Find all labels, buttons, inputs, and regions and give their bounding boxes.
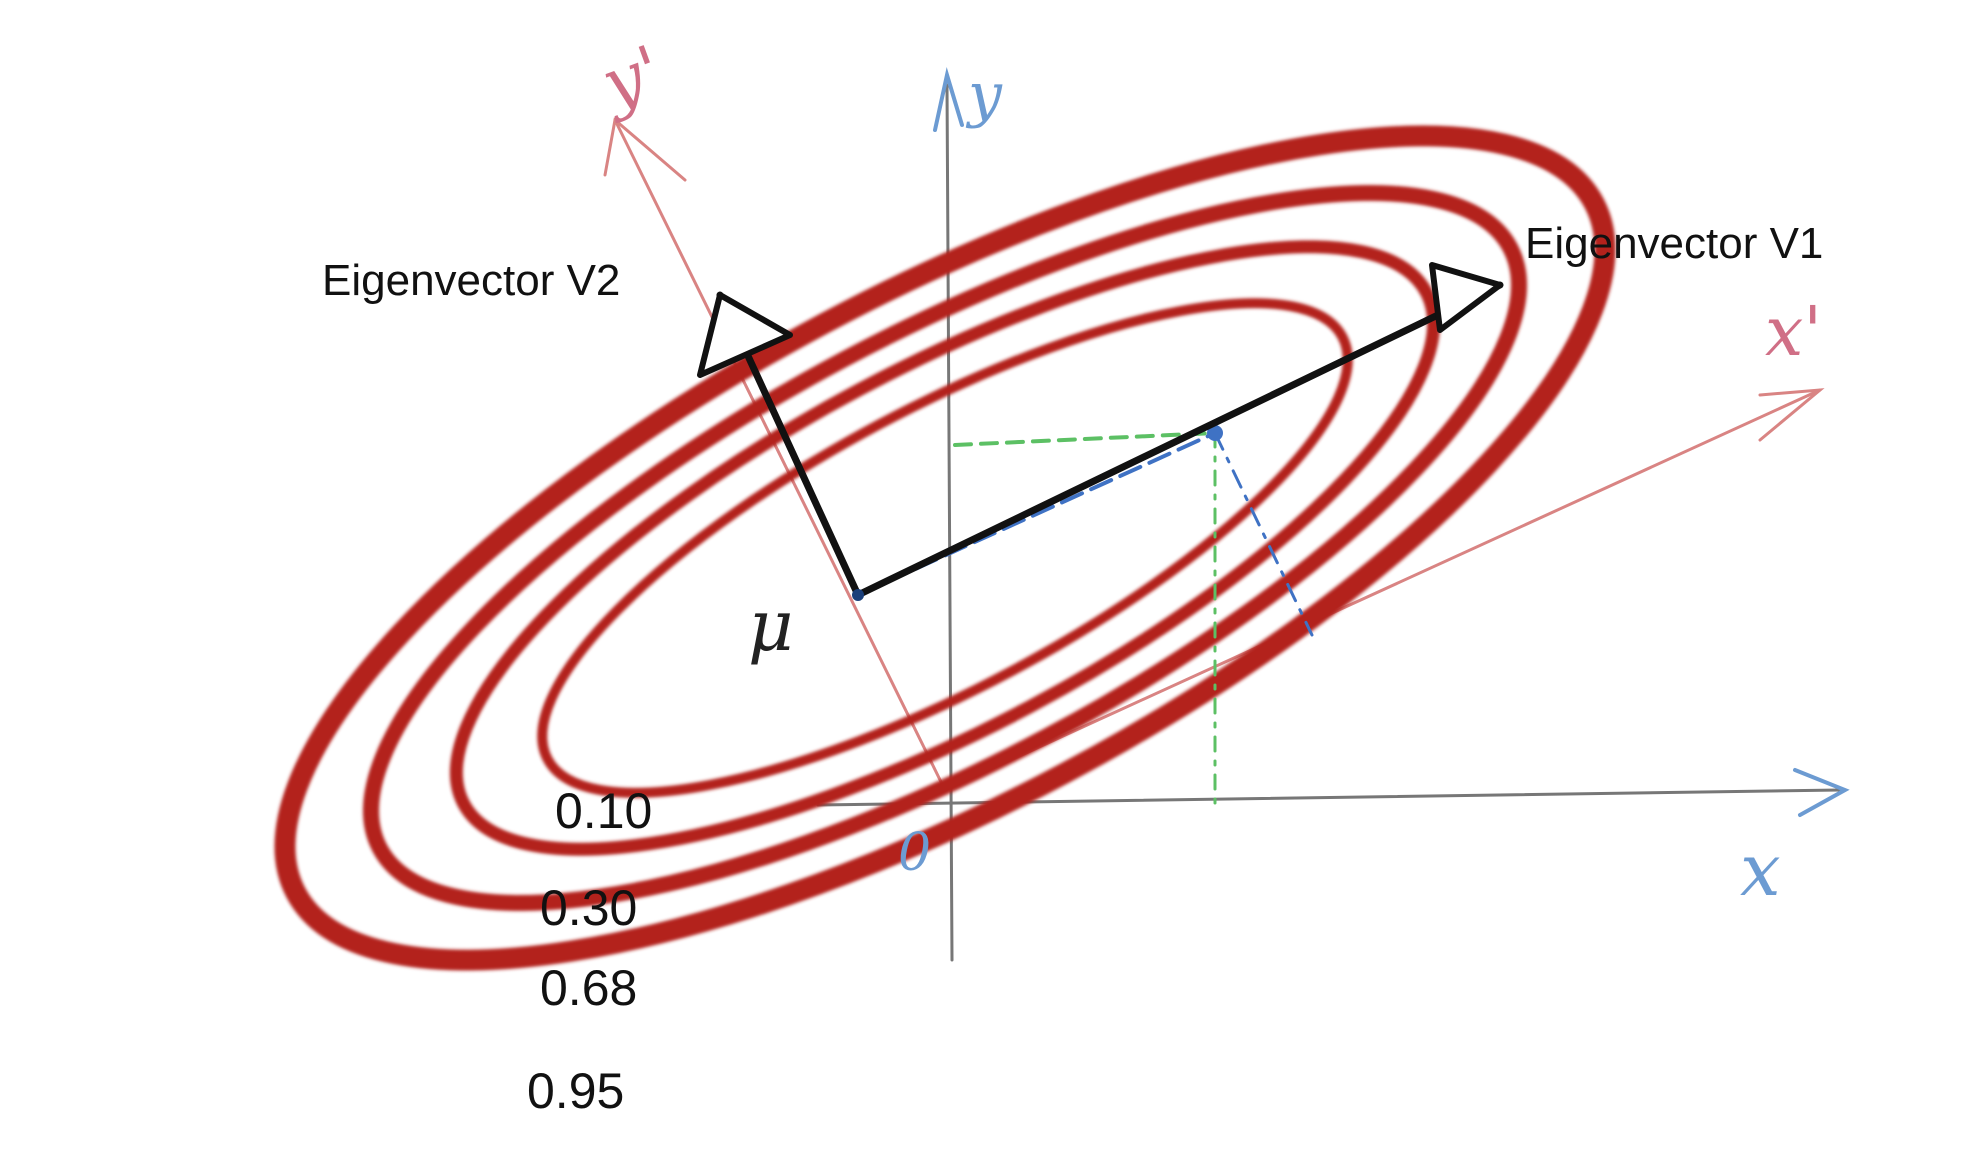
projection-y-prime-line <box>1213 431 1314 637</box>
y-axis-line <box>945 83 954 962</box>
eigenvector-v1-arrowhead <box>1429 262 1503 333</box>
eigenvector-v1-label: Eigenvector V1 <box>1525 219 1823 268</box>
mean-point <box>852 589 864 601</box>
y-axis-label: y <box>965 60 1003 130</box>
origin-label: 0 <box>898 823 931 883</box>
contour-ellipse <box>274 125 1616 971</box>
rotated-axes <box>603 117 1825 792</box>
contour-ellipse <box>363 185 1527 911</box>
eigenvectors <box>697 262 1504 601</box>
contour-level-label: 0.10 <box>555 783 652 839</box>
eigenvector-v2-arrowhead <box>697 292 793 378</box>
x-prime-axis-label: x' <box>1765 293 1822 372</box>
contour-ellipse <box>449 240 1441 856</box>
eigenvector-v2-label: Eigenvector V2 <box>322 256 620 305</box>
x-axis-label: x <box>1740 828 1781 912</box>
eigenvector-v1-shaft <box>854 281 1504 599</box>
y-prime-axis-label: y' <box>589 31 673 126</box>
mean-label: μ <box>748 585 794 667</box>
contour-level-label: 0.95 <box>527 1063 624 1119</box>
x-prime-axis-arrowhead <box>1758 388 1825 442</box>
x-axis-line <box>816 788 1842 807</box>
contour-level-label: 0.68 <box>540 960 637 1016</box>
contour-ellipses <box>274 125 1616 971</box>
y-axis-arrowhead <box>933 67 964 132</box>
x-axis-arrowhead <box>1793 768 1850 817</box>
y-prime-axis-line <box>613 118 947 792</box>
projection-horizontal-line <box>953 431 1217 447</box>
y-prime-axis-arrowhead <box>603 117 687 182</box>
sample-point <box>1207 425 1223 441</box>
x-prime-axis-line <box>943 388 1822 792</box>
contour-level-label: 0.30 <box>540 880 637 936</box>
contour-ellipse <box>537 298 1353 798</box>
